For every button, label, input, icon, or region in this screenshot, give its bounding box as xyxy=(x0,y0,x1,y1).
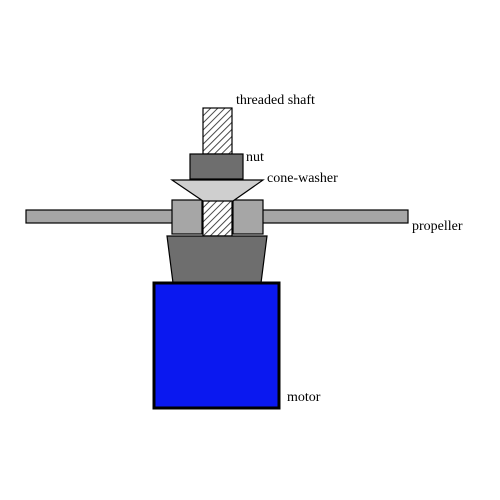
label-nut: nut xyxy=(246,150,264,165)
nut xyxy=(189,153,244,180)
motor-body xyxy=(152,281,281,410)
label-threaded-shaft: threaded shaft xyxy=(236,93,315,108)
cone-washer xyxy=(170,179,265,202)
label-cone-washer: cone-washer xyxy=(267,171,338,186)
motor-adapter xyxy=(166,235,268,284)
threaded-shaft-lower xyxy=(202,199,233,237)
label-propeller: propeller xyxy=(412,219,463,234)
propeller-hub-right xyxy=(232,199,264,235)
propeller-hub-left xyxy=(171,199,203,235)
threaded-shaft xyxy=(202,107,233,155)
label-motor: motor xyxy=(287,390,321,405)
